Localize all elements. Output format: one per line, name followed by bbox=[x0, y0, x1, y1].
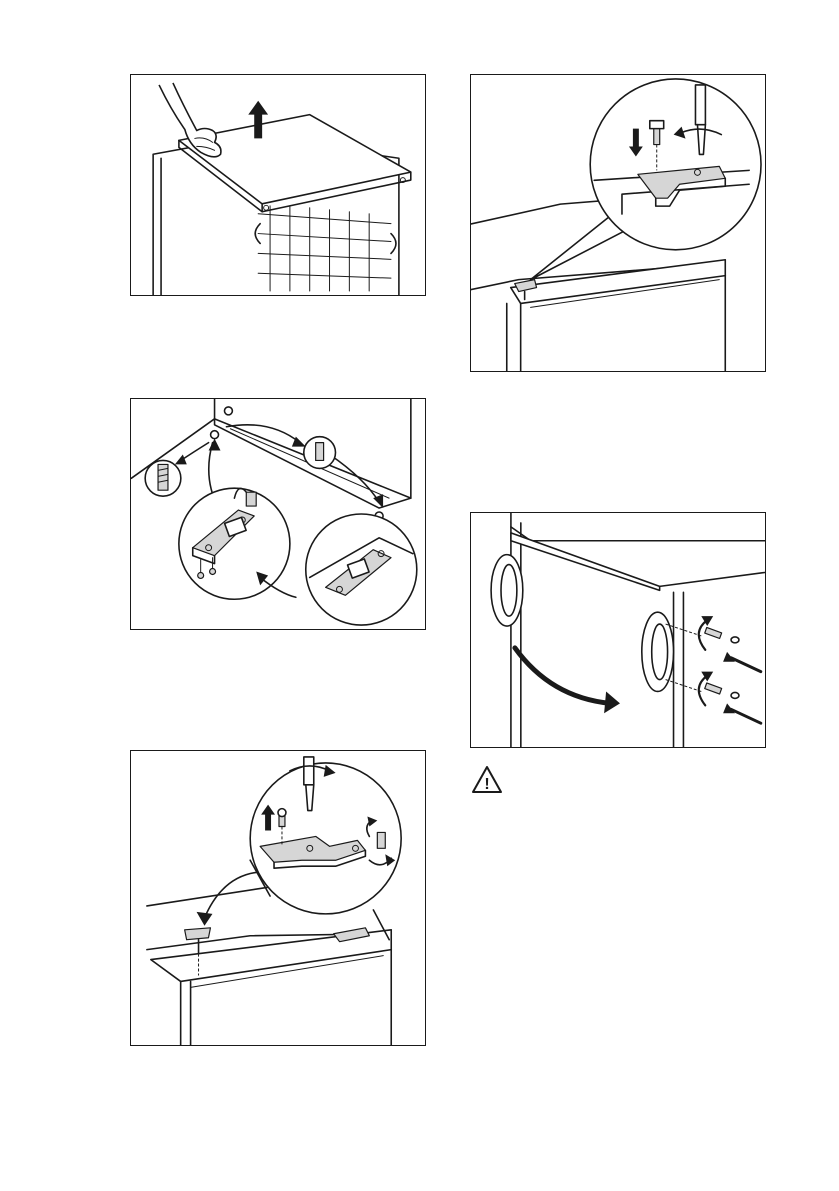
illustration-move-door-handle bbox=[470, 512, 766, 748]
warning-triangle-icon: ! bbox=[470, 764, 504, 796]
illustration-move-hinge-pins bbox=[130, 398, 426, 630]
warning-symbol: ! bbox=[484, 776, 489, 793]
illustration-fit-upper-hinge bbox=[470, 74, 766, 372]
illustration-remove-upper-hinge bbox=[130, 750, 426, 1046]
illustration-remove-top-cover bbox=[130, 74, 426, 296]
condenser-coil bbox=[255, 206, 396, 291]
